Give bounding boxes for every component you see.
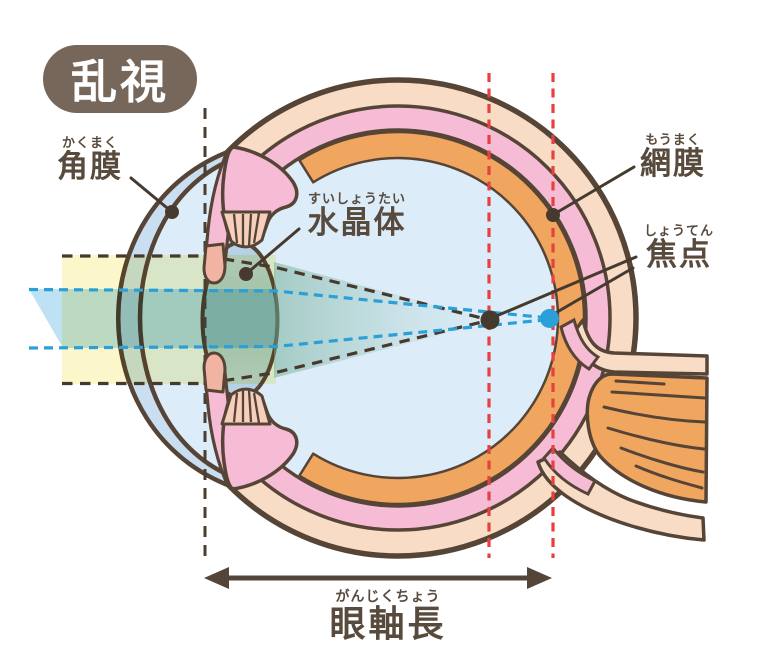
- title-badge: 乱視: [43, 45, 197, 113]
- ciliary-muscle-lower-fibers: [232, 389, 261, 424]
- iris-upper-tip: [202, 242, 227, 285]
- retina-leader-line: [554, 165, 636, 215]
- cornea-label-text: 角膜: [57, 148, 123, 184]
- focal-point-furigana: しょうてん: [643, 223, 714, 238]
- focal-point-dot-blue: [540, 309, 559, 328]
- iris-upper: [202, 145, 299, 285]
- retina-label-text: 網膜: [640, 145, 706, 181]
- axial-length-label-text: 眼軸長: [329, 602, 447, 644]
- optic-nerve-fibers: [602, 379, 707, 490]
- ray-lines-blue: [28, 287, 550, 350]
- iris-lower-tip: [202, 351, 227, 394]
- ray-dashed-upper: [62, 254, 491, 322]
- cornea-leader-line: [129, 176, 174, 214]
- focal-point-dot-brown: [480, 310, 500, 330]
- focused-light-cone: [274, 262, 495, 378]
- focal-point-leader-line-2: [550, 266, 635, 317]
- cornea-furigana: かくまく: [61, 135, 118, 150]
- optic-nerve: [536, 317, 709, 542]
- leader-lines: [129, 165, 638, 319]
- axial-length-label: がんじくちょう 眼軸長: [308, 589, 468, 642]
- lens-label: すいしょうたい 水晶体: [277, 192, 437, 239]
- iris-lower: [202, 351, 299, 491]
- focal-point-label-text: 焦点: [646, 236, 712, 272]
- lens-marker-dot: [239, 267, 253, 281]
- axial-length-furigana: がんじくちょう: [335, 588, 441, 604]
- lens-furigana: すいしょうたい: [307, 191, 406, 206]
- retina-layer: [298, 130, 586, 506]
- lens-label-text: 水晶体: [307, 204, 407, 240]
- cornea-label: かくまく 角膜: [38, 136, 142, 183]
- retina-marker-dot: [546, 208, 560, 222]
- cornea-marker-dot: [165, 205, 179, 219]
- axial-length-arrow: [204, 567, 552, 589]
- light-beam-blue: [29, 289, 276, 348]
- ray-dashed-blue-upper: [28, 287, 550, 320]
- retina-label: もうまく 網膜: [613, 133, 733, 180]
- retina-furigana: もうまく: [645, 132, 701, 147]
- lens-leader-line: [244, 227, 301, 276]
- ray-dashed-blue-lower: [28, 317, 550, 350]
- focal-point-label: しょうてん 焦点: [619, 224, 739, 271]
- ciliary-muscle-upper-fibers: [232, 212, 261, 247]
- focal-point-leader-line-1: [492, 255, 638, 319]
- ray-dashed-lower: [62, 318, 491, 386]
- optic-nerve-pink-top: [559, 317, 601, 371]
- optic-nerve-pink-bottom: [542, 445, 598, 496]
- ray-lines-dark: [62, 254, 491, 386]
- title-badge-text: 乱視: [71, 56, 169, 108]
